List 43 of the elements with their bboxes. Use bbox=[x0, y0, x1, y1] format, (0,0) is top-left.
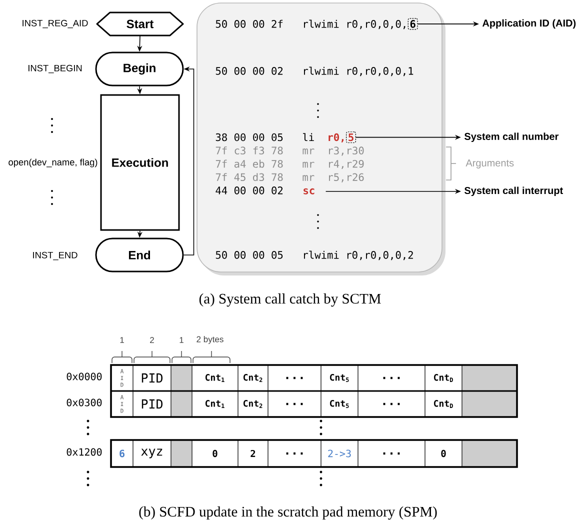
annotation-text: System call interrupt bbox=[464, 186, 563, 196]
field-label: Cnt$_{D}$ bbox=[434, 400, 453, 408]
ellipsis: ... bbox=[383, 402, 400, 406]
hexagon-box: Start bbox=[96, 12, 184, 36]
memory-address: 0x0300 bbox=[66, 398, 102, 406]
side-label: INST_REG_AID bbox=[22, 20, 88, 28]
side-label: INST_BEGIN bbox=[28, 64, 82, 74]
caption: (a) System call catch by SCTM bbox=[199, 293, 381, 307]
process-box: Execution bbox=[100, 94, 180, 231]
annotation-text: Arguments bbox=[466, 160, 514, 168]
terminator-box: End bbox=[95, 238, 184, 272]
ellipsis: ... bbox=[383, 452, 400, 455]
field-value: 6 bbox=[120, 450, 124, 458]
annotation-text: Application ID (AID) bbox=[482, 19, 576, 29]
ellipsis: ... bbox=[383, 376, 400, 380]
field-value: 2 bbox=[250, 450, 256, 458]
memory-address: 0x1200 bbox=[66, 448, 102, 456]
field-label: Cnt$_{D}$ bbox=[434, 374, 453, 382]
field-value: 0 bbox=[441, 450, 446, 458]
field-value: 0 bbox=[212, 450, 218, 458]
field-label: PID bbox=[142, 373, 162, 383]
field-value: 2->3 bbox=[328, 450, 351, 458]
side-label: INST_END bbox=[33, 252, 78, 260]
caption: (b) SCFD update in the scratch pad memory (SPM) bbox=[139, 506, 437, 520]
field-label: Cnt$_{5}$ bbox=[330, 374, 349, 382]
field-label: Cnt$_{5}$ bbox=[330, 400, 349, 408]
side-label: open(dev_name, flag) bbox=[8, 158, 98, 168]
field-label: Cnt$_{2}$ bbox=[244, 374, 262, 382]
field-label: Cnt$_{1}$ bbox=[206, 400, 224, 408]
ellipsis: ... bbox=[286, 376, 303, 380]
size-label: 1 bbox=[120, 337, 124, 343]
field-label: Cnt$_{2}$ bbox=[244, 400, 262, 408]
annotation-text: System call number bbox=[464, 132, 559, 142]
field-value: xyz bbox=[141, 448, 162, 458]
memory-address: 0x0000 bbox=[66, 372, 102, 380]
ellipsis: ... bbox=[286, 402, 303, 406]
field-label: Cnt$_{1}$ bbox=[206, 374, 224, 382]
field-label: PID bbox=[142, 399, 162, 409]
terminator-box: Begin bbox=[95, 52, 184, 86]
size-label: 2 bytes bbox=[196, 336, 224, 344]
size-label: 1 bbox=[180, 337, 184, 343]
size-label: 2 bbox=[150, 337, 154, 343]
ellipsis: ... bbox=[286, 452, 303, 455]
